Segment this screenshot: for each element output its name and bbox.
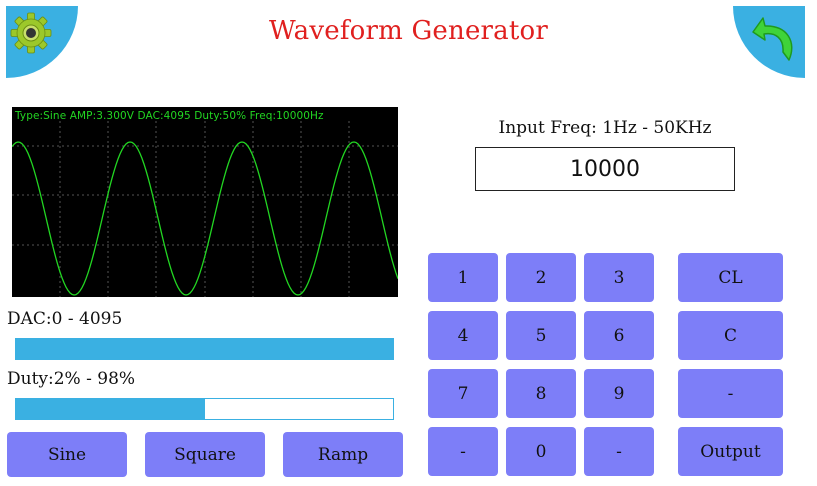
key-minus-right[interactable]: -	[584, 427, 654, 476]
scope-info-text: Type:Sine AMP:3.300V DAC:4095 Duty:50% F…	[15, 110, 324, 122]
sine-button[interactable]: Sine	[7, 432, 127, 477]
waveform-display: Type:Sine AMP:3.300V DAC:4095 Duty:50% F…	[12, 107, 398, 297]
output-button[interactable]: Output	[678, 427, 783, 476]
key-6[interactable]: 6	[584, 311, 654, 360]
sine-wave-trace	[12, 141, 398, 296]
duty-slider-fill	[16, 399, 205, 419]
freq-input-label: Input Freq: 1Hz - 50KHz	[498, 118, 712, 138]
key-4[interactable]: 4	[428, 311, 498, 360]
dac-label: DAC:0 - 4095	[7, 309, 123, 329]
key-5[interactable]: 5	[506, 311, 576, 360]
back-arrow-icon	[752, 17, 793, 61]
clear-button[interactable]: C	[678, 311, 783, 360]
scope-grid	[12, 121, 398, 297]
settings-button[interactable]	[6, 6, 78, 78]
key-9[interactable]: 9	[584, 369, 654, 418]
dac-slider-fill	[16, 339, 393, 359]
freq-input-field[interactable]: 10000	[475, 147, 735, 191]
ramp-button[interactable]: Ramp	[283, 432, 403, 477]
clear-all-button[interactable]: CL	[678, 253, 783, 302]
minus-button[interactable]: -	[678, 369, 783, 418]
gear-icon	[10, 12, 52, 54]
duty-slider[interactable]	[15, 398, 394, 420]
page-title: Waveform Generator	[268, 16, 548, 46]
key-1[interactable]: 1	[428, 253, 498, 302]
key-8[interactable]: 8	[506, 369, 576, 418]
key-0[interactable]: 0	[506, 427, 576, 476]
key-2[interactable]: 2	[506, 253, 576, 302]
duty-label: Duty:2% - 98%	[7, 369, 136, 389]
dac-slider[interactable]	[15, 338, 394, 360]
key-7[interactable]: 7	[428, 369, 498, 418]
square-button[interactable]: Square	[145, 432, 265, 477]
key-3[interactable]: 3	[584, 253, 654, 302]
key-minus-left[interactable]: -	[428, 427, 498, 476]
